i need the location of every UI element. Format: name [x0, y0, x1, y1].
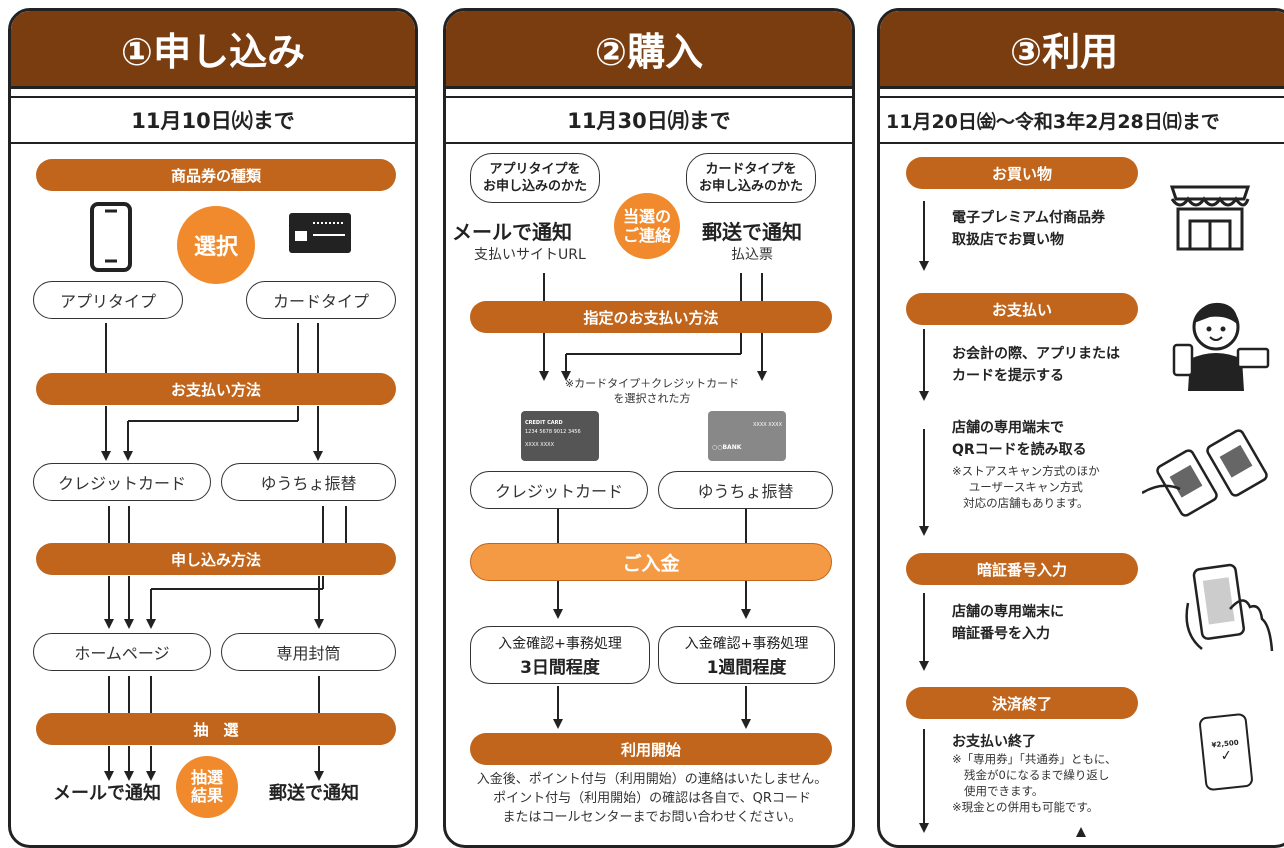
store-icon: [1169, 185, 1251, 251]
credit-card-label: CREDIT CARD: [525, 420, 563, 426]
qr-note-line1: ※ストアスキャン方式のほか: [952, 464, 1100, 478]
yucho-option: ゆうちょ振替: [658, 471, 833, 509]
panel-title: ①申し込み: [11, 11, 415, 89]
done-note-line4: ※現金との併用も可能です。: [952, 800, 1099, 814]
credit-card-number: 1234 5678 9012 3456: [525, 429, 581, 435]
done-note-line3: 使用できます。: [964, 784, 1044, 798]
credit-note-line2: を選択された方: [613, 392, 691, 405]
qr-line2: QRコードを読み取る: [952, 442, 1087, 458]
deadline: 11月10日㈫まで: [11, 96, 415, 144]
app-applicant-line1: アプリタイプを: [489, 162, 581, 177]
win-notice-badge: 当選の ご連絡: [614, 193, 680, 259]
card-icon: [289, 213, 351, 253]
credit-card-option: クレジットカード: [470, 471, 648, 509]
select-badge: 選択: [177, 206, 255, 284]
credit-card-option: クレジットカード: [33, 463, 211, 501]
process-label: 入金確認+事務処理: [498, 635, 622, 652]
qr-scan-icon: [1142, 429, 1268, 517]
process-box-3days: 入金確認+事務処理 3日間程度: [470, 626, 650, 684]
process-duration: 3日間程度: [520, 657, 600, 678]
yucho-option: ゆうちょ振替: [221, 463, 396, 501]
credit-note: ※カードタイプ＋クレジットカード を選択された方: [446, 376, 852, 406]
panel-title: ②購入: [446, 11, 852, 89]
pin-line2: 暗証番号を入力: [952, 626, 1050, 642]
pay-text: お会計の際、アプリまたは カードを提示する: [952, 343, 1120, 387]
panel-purchase: ②購入 11月30日㈪まで アプリタイプを お申し込みのかた カードタイプを お…: [443, 8, 855, 848]
bar-payment: お支払い: [906, 293, 1138, 325]
mail-notice: メールで通知: [53, 783, 161, 804]
deadline: 11月30日㈪まで: [446, 96, 852, 144]
deposit-bar: ご入金: [470, 543, 832, 581]
panel-title: ③利用: [880, 11, 1284, 89]
shop-text: 電子プレミアム付商品券 取扱店でお買い物: [952, 207, 1105, 251]
pin-text: 店舗の専用端末に 暗証番号を入力: [952, 601, 1064, 645]
bar-payment-method: お支払い方法: [36, 373, 396, 405]
person-with-phone-icon: [1172, 302, 1270, 391]
pin-line1: 店舗の専用端末に: [952, 604, 1064, 620]
done-note-line2: 残金が0になるまで繰り返し: [964, 768, 1110, 782]
homepage-option: ホームページ: [33, 633, 211, 671]
card-type-option: カードタイプ: [246, 281, 396, 319]
app-applicant-line2: お申し込みのかた: [482, 179, 587, 194]
bar-payment-complete: 決済終了: [906, 687, 1138, 719]
win-line1: 当選の: [622, 207, 671, 226]
win-line2: ご連絡: [622, 226, 671, 245]
envelope-option: 専用封筒: [221, 633, 396, 671]
app-type-option: アプリタイプ: [33, 281, 183, 319]
bar-shopping: お買い物: [906, 157, 1138, 189]
phone-complete-icon: ¥2,500 ✓: [1198, 712, 1254, 792]
qr-text: 店舗の専用端末で QRコードを読み取る: [952, 417, 1087, 461]
bar-voucher-type: 商品券の種類: [36, 159, 396, 191]
credit-note-line1: ※カードタイプ＋クレジットカード: [564, 377, 740, 390]
qr-note: ※ストアスキャン方式のほか ユーザースキャン方式 対応の店舗もあります。: [952, 463, 1100, 511]
check-icon: ✓: [1219, 747, 1234, 765]
deadline: 11月20日㈮〜令和3年2月28日㈰まで: [880, 96, 1284, 144]
lottery-result-badge: 抽選 結果: [176, 756, 238, 818]
credit-card-name: XXXX XXXX: [525, 442, 554, 448]
card-applicant-line1: カードタイプを: [705, 162, 797, 177]
panel-apply: ①申し込み 11月10日㈫まで: [8, 8, 418, 848]
qr-note-line3: 対応の店舗もあります。: [963, 496, 1089, 510]
bank-card-label: ○○BANK: [712, 444, 742, 451]
post-notice: 郵送で通知: [269, 783, 359, 804]
process-duration: 1週間程度: [706, 657, 787, 678]
panel-usage: ③利用 11月20日㈮〜令和3年2月28日㈰まで お買い物 電子プレミアム付商品…: [877, 8, 1284, 848]
bar-lottery: 抽 選: [36, 713, 396, 745]
lottery-result-line2: 結果: [190, 786, 223, 805]
shop-line2: 取扱店でお買い物: [952, 232, 1064, 248]
pay-slip: 払込票: [731, 247, 773, 263]
pay-line2: カードを提示する: [952, 368, 1064, 384]
done-note-line1: ※「専用券」「共通券」ともに、: [952, 752, 1117, 766]
bar-pin-entry: 暗証番号入力: [906, 553, 1138, 585]
done-note: ※「専用券」「共通券」ともに、 残金が0になるまで繰り返し 使用できます。 ※現…: [952, 751, 1117, 815]
card-applicant-box: カードタイプを お申し込みのかた: [686, 153, 816, 203]
credit-card-image: CREDIT CARD 1234 5678 9012 3456 XXXX XXX…: [521, 411, 599, 461]
footer-line2: ポイント付与（利用開始）の確認は各自で、QRコード: [493, 791, 811, 806]
mail-notice: メールで通知: [452, 220, 572, 244]
footer-line1: 入金後、ポイント付与（利用開始）の連絡はいたしません。: [476, 772, 828, 787]
bar-specified-payment: 指定のお支払い方法: [470, 301, 832, 333]
footer-note: 入金後、ポイント付与（利用開始）の連絡はいたしません。 ポイント付与（利用開始）…: [446, 770, 852, 827]
footer-line3: またはコールセンターまでお問い合わせください。: [502, 810, 802, 825]
process-box-1week: 入金確認+事務処理 1週間程度: [658, 626, 835, 684]
pay-line1: お会計の際、アプリまたは: [952, 346, 1120, 362]
app-applicant-box: アプリタイプを お申し込みのかた: [470, 153, 600, 203]
done-title: お支払い終了: [952, 734, 1036, 750]
bar-apply-method: 申し込み方法: [36, 543, 396, 575]
card-applicant-line2: お申し込みのかた: [698, 179, 803, 194]
shop-line1: 電子プレミアム付商品券: [952, 210, 1106, 226]
pay-site-url: 支払いサイトURL: [474, 247, 586, 263]
smartphone-icon: [90, 202, 132, 272]
qr-note-line2: ユーザースキャン方式: [968, 480, 1083, 494]
process-label: 入金確認+事務処理: [684, 635, 809, 652]
hand-entering-pin-icon: [1185, 563, 1274, 652]
bank-card-number: XXXX XXXX: [753, 422, 782, 428]
post-notice: 郵送で通知: [702, 220, 802, 244]
lottery-result-line1: 抽選: [190, 768, 223, 787]
bar-start-use: 利用開始: [470, 733, 832, 765]
qr-line1: 店舗の専用端末で: [952, 420, 1064, 436]
bank-card-image: XXXX XXXX ○○BANK: [708, 411, 786, 461]
